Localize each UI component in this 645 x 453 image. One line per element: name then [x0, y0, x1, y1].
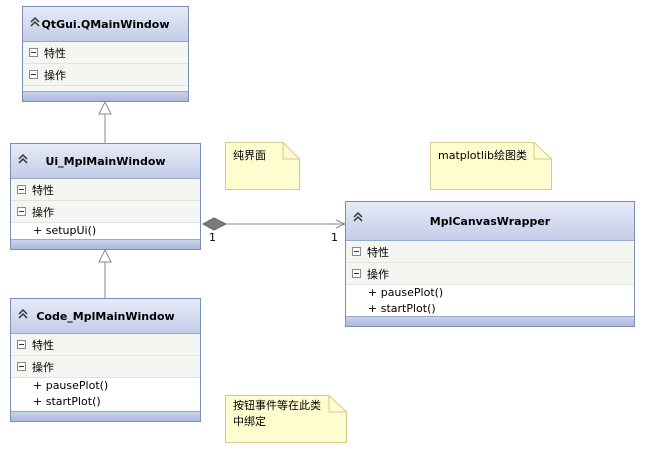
collapse-minus-icon[interactable] [17, 362, 26, 371]
operation-item[interactable]: + startPlot() [368, 302, 436, 315]
class-name: Code_MplMainWindow [36, 309, 175, 323]
properties-compartment[interactable]: 特性 [11, 334, 200, 356]
target-multiplicity: 1 [331, 231, 338, 244]
collapse-minus-icon[interactable] [17, 185, 26, 194]
class-footer [11, 411, 200, 421]
collapse-minus-icon[interactable] [352, 247, 361, 256]
properties-compartment[interactable]: 特性 [346, 241, 634, 263]
properties-label: 特性 [44, 46, 66, 60]
operations-label: 操作 [44, 68, 66, 82]
collapse-chevron-icon[interactable] [17, 153, 29, 165]
collapse-minus-icon[interactable] [29, 70, 38, 79]
operation-item[interactable]: + setupUi() [33, 224, 97, 237]
generalization-arrowhead-ui [98, 248, 112, 263]
class-name: QtGui.QMainWindow [41, 17, 170, 31]
collapse-minus-icon[interactable] [17, 340, 26, 349]
class-header[interactable]: QtGui.QMainWindow [23, 7, 188, 42]
source-multiplicity: 1 [209, 231, 216, 244]
composition-diamond [201, 217, 228, 231]
collapse-chevron-icon[interactable] [29, 16, 41, 28]
properties-label: 特性 [32, 338, 54, 352]
operations-label: 操作 [367, 267, 389, 281]
collapse-minus-icon[interactable] [17, 207, 26, 216]
class-mplcanvaswrapper[interactable]: MplCanvasWrapper 特性 操作 + pausePlot() + s… [345, 201, 635, 327]
collapse-minus-icon[interactable] [352, 269, 361, 278]
class-ui-mplmainwindow[interactable]: Ui_MplMainWindow 特性 操作 + setupUi() [10, 143, 201, 250]
note-shape-icon [225, 395, 347, 443]
note-text: 按钮事件等在此类 中绑定 [233, 399, 321, 428]
class-name: MplCanvasWrapper [429, 214, 551, 228]
operations-compartment[interactable]: 操作 [346, 263, 634, 285]
operations-list: + pausePlot() + startPlot() [11, 378, 200, 410]
class-header[interactable]: MplCanvasWrapper [346, 202, 634, 241]
collapse-chevron-icon[interactable] [17, 308, 29, 320]
properties-label: 特性 [32, 183, 54, 197]
operations-label: 操作 [32, 205, 54, 219]
operations-compartment[interactable]: 操作 [11, 201, 200, 223]
operation-item[interactable]: + pausePlot() [33, 379, 109, 392]
operations-list: + pausePlot() + startPlot() [346, 285, 634, 317]
note-matplotlib[interactable]: matplotlib绘图类 [430, 142, 552, 190]
note-pure-ui[interactable]: 纯界面 [225, 142, 300, 190]
operations-compartment[interactable]: 操作 [23, 64, 188, 86]
class-qmainwindow[interactable]: QtGui.QMainWindow 特性 操作 [22, 6, 189, 102]
note-shape-icon [430, 142, 552, 190]
properties-compartment[interactable]: 特性 [11, 179, 200, 201]
class-code-mplmainwindow[interactable]: Code_MplMainWindow 特性 操作 + pausePlot() +… [10, 298, 201, 422]
class-footer [11, 239, 200, 249]
operations-label: 操作 [32, 360, 54, 374]
properties-compartment[interactable]: 特性 [23, 42, 188, 64]
class-header[interactable]: Ui_MplMainWindow [11, 144, 200, 179]
properties-label: 特性 [367, 245, 389, 259]
note-text: 纯界面 [233, 149, 266, 162]
note-bind-events[interactable]: 按钮事件等在此类 中绑定 [225, 395, 347, 443]
operations-compartment[interactable]: 操作 [11, 356, 200, 378]
operations-list: + setupUi() [11, 223, 200, 239]
note-shape-icon [225, 142, 300, 190]
note-text: matplotlib绘图类 [438, 149, 527, 162]
collapse-chevron-icon[interactable] [352, 211, 364, 223]
class-header[interactable]: Code_MplMainWindow [11, 299, 200, 334]
collapse-minus-icon[interactable] [29, 48, 38, 57]
operation-item[interactable]: + startPlot() [33, 395, 101, 408]
operation-item[interactable]: + pausePlot() [368, 286, 444, 299]
class-name: Ui_MplMainWindow [45, 154, 166, 168]
generalization-arrowhead-qmainwindow [98, 100, 112, 115]
class-footer [346, 316, 634, 326]
class-footer [23, 91, 188, 101]
